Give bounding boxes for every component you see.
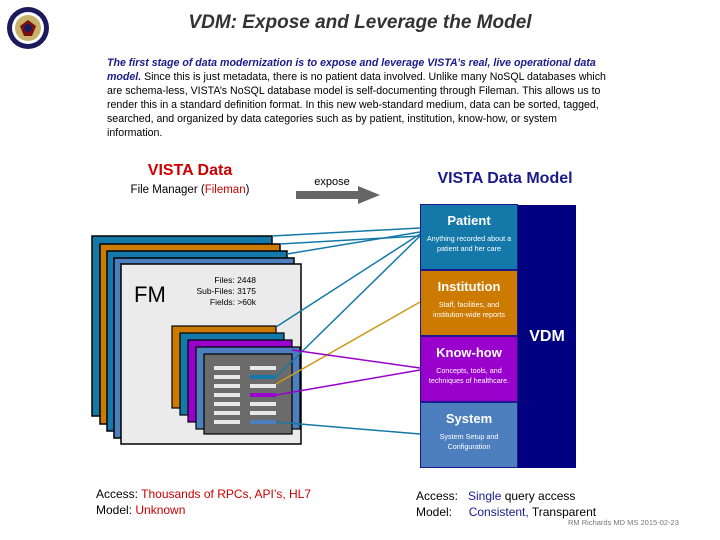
subtitle-suffix: ) xyxy=(245,184,250,196)
vista-data-model-heading: VISTA Data Model xyxy=(437,170,573,187)
category-system-title: System xyxy=(445,411,493,426)
expose-arrow xyxy=(296,186,380,204)
files-count: Files: 2448 xyxy=(214,275,256,285)
left-access-line: Access: Thousands of RPCs, API’s, HL7 xyxy=(96,486,311,502)
left-access-label: Access: xyxy=(96,487,142,501)
subfile-stack xyxy=(171,325,301,435)
category-patient-title: Patient xyxy=(447,213,491,228)
subfiles-count: Sub-Files: 3175 xyxy=(196,286,256,296)
right-model-label: Model: xyxy=(416,505,469,519)
fields-count: Fields: >60k xyxy=(209,297,256,307)
intro-body: Since this is just metadata, there is no… xyxy=(107,71,606,139)
vista-data-heading: VISTA Data xyxy=(147,162,233,179)
right-access-line: Access: Single query access xyxy=(416,488,596,504)
left-model-label: Model: xyxy=(96,503,136,517)
category-patient: Patient Anything recorded about a patien… xyxy=(420,204,518,270)
category-system-desc: System Setup and Configuration xyxy=(439,432,499,451)
category-institution-desc: Staff, facilities, and institution-wide … xyxy=(433,300,505,319)
expose-label: expose xyxy=(314,176,350,188)
vdm-access-info: Access: Single query access Model: Consi… xyxy=(416,488,596,520)
right-access-label: Access: xyxy=(416,489,469,503)
category-knowhow-title: Know-how xyxy=(436,345,502,360)
left-model-line: Model: Unknown xyxy=(96,502,311,518)
category-system: System System Setup and Configuration xyxy=(420,402,518,468)
connector-lines xyxy=(271,227,421,435)
intro-paragraph: The first stage of data modernization is… xyxy=(107,56,607,140)
right-access-value: Single xyxy=(468,489,502,503)
author-credit: RM Richards MD MS 2015-02-23 xyxy=(568,518,679,527)
field-rows xyxy=(214,366,276,424)
va-seal-logo xyxy=(7,7,49,49)
right-access-suffix: query access xyxy=(501,489,576,503)
right-model-value: Consistent, xyxy=(468,505,529,519)
left-access-value: Thousands of RPCs, API’s, HL7 xyxy=(141,487,312,501)
fm-label: FM xyxy=(134,282,166,307)
category-institution: Institution Staff, facilities, and insti… xyxy=(420,270,518,336)
vista-data-access-info: Access: Thousands of RPCs, API’s, HL7 Mo… xyxy=(96,486,311,518)
page-title: VDM: Expose and Leverage the Model xyxy=(188,12,532,33)
left-model-value: Unknown xyxy=(135,503,186,517)
intro-lead: The first stage of data modernization is… xyxy=(107,57,596,83)
category-knowhow: Know-how Concepts, tools, and techniques… xyxy=(420,336,518,402)
category-knowhow-desc: Concepts, tools, and techniques of healt… xyxy=(428,366,510,385)
right-model-line: Model: Consistent, Transparent xyxy=(416,504,596,520)
fm-stats: Files: 2448 Sub-Files: 3175 Fields: >60k xyxy=(190,275,256,308)
subtitle-fileman: Fileman xyxy=(204,184,246,196)
right-model-suffix: Transparent xyxy=(528,505,597,519)
vdm-label: VDM xyxy=(529,328,565,345)
vdm-bar xyxy=(518,205,576,468)
file-manager-subtitle: File Manager (Fileman) xyxy=(110,184,270,196)
category-patient-desc: Anything recorded about a patient and he… xyxy=(426,234,512,253)
subtitle-prefix: File Manager ( xyxy=(130,184,205,196)
category-institution-title: Institution xyxy=(437,279,501,294)
